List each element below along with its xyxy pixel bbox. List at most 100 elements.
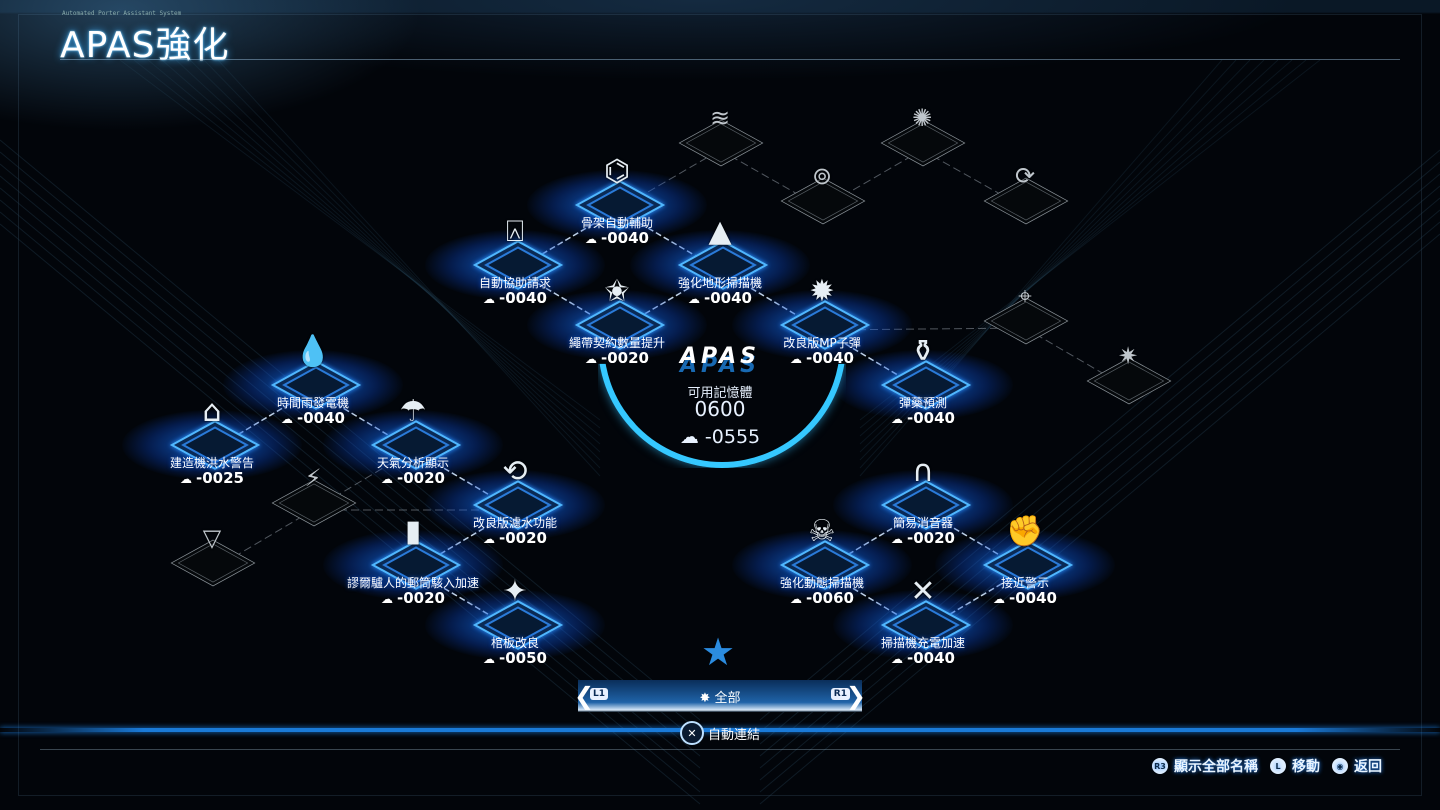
- skill-node[interactable]: ⚱彈藥預測☁-0040: [833, 320, 1013, 440]
- motorbike-cycle-icon: ⟳: [1014, 162, 1036, 190]
- memory-panel: APAS 可用記憶體 0600 ☁ -0555: [598, 330, 846, 470]
- skill-cost-value: -0040: [907, 649, 955, 667]
- title-divider: [60, 59, 1400, 60]
- locked-skill-node[interactable]: ≋: [670, 80, 770, 200]
- locked-skill-node[interactable]: ⊚: [772, 138, 872, 258]
- skill-node[interactable]: ∩簡易消音器☁-0020: [833, 440, 1013, 560]
- floating-carrier-icon: ✦: [502, 574, 528, 609]
- skill-cost: ☁-0020: [507, 349, 727, 367]
- skill-cost-value: -0020: [397, 469, 445, 487]
- water-filter-icon: ⟲: [502, 454, 528, 489]
- cloud-icon: ☁: [891, 412, 903, 426]
- headphones-icon: ∩: [912, 454, 934, 489]
- cross-button-icon: ✕: [680, 721, 704, 745]
- postbox-hack-icon: ▮: [404, 514, 422, 549]
- chevron-right-icon[interactable]: ❯: [845, 682, 866, 710]
- skill-cost: ☁ -0040: [813, 649, 1033, 667]
- skill-cost-value: -0040: [1009, 589, 1057, 607]
- cloud-icon: ☁: [381, 472, 393, 486]
- cloud-icon: ☁: [585, 232, 597, 246]
- skill-cost: ☁-0060: [712, 589, 932, 607]
- wire: [759, 197, 1440, 769]
- skill-cost: ☁-0020: [813, 529, 1033, 547]
- favorite-star-icon: ★: [701, 630, 736, 674]
- hint-move[interactable]: 移動: [1292, 759, 1320, 775]
- locked-skill-node[interactable]: ✺: [872, 80, 972, 200]
- skill-cost-value: -0040: [297, 409, 345, 427]
- skill-cost: ☁-0040: [610, 289, 830, 307]
- cloud-icon: ☁: [891, 652, 903, 666]
- hint-show-names[interactable]: 顯示全部名稱: [1174, 759, 1258, 775]
- memory-remaining-value: -0555: [704, 426, 761, 448]
- cloud-icon: ☁: [381, 592, 393, 606]
- skill-cost-value: -0020: [499, 529, 547, 547]
- wire: [759, 185, 1440, 757]
- porter-vehicle-icon: ⚡: [304, 464, 322, 492]
- locked-skill-node[interactable]: ✷: [1078, 318, 1178, 438]
- cloud-icon: ☁: [483, 292, 495, 306]
- skill-node[interactable]: ⍓自動協助請求☁-0040: [425, 200, 605, 320]
- locked-skill-node[interactable]: ⟳: [975, 138, 1075, 258]
- locked-connection: [821, 327, 1026, 331]
- locked-skill-node[interactable]: ⚡: [263, 440, 363, 560]
- category-filter[interactable]: ❮ L1 ✸ 全部 R1 ❯: [574, 680, 866, 712]
- l-stick-icon[interactable]: L: [1270, 758, 1286, 774]
- frame: [18, 14, 1422, 796]
- cloud-icon: ☁: [688, 292, 700, 306]
- skill-cost: ☁-0040: [712, 349, 932, 367]
- button-hints: R3 顯示全部名稱 L 移動 ◉ 返回: [1146, 756, 1382, 776]
- auto-link-button[interactable]: ✕ 自動連結: [680, 721, 760, 745]
- skill-name: 繩帶契約數量提升: [568, 336, 665, 350]
- skill-node[interactable]: ✦棺板改良☁-0050: [425, 560, 605, 680]
- skill-cost-value: -0040: [601, 229, 649, 247]
- cloud-icon: ☁: [993, 592, 1005, 606]
- skill-node[interactable]: ✕掃描機充電加速☁-0040: [833, 560, 1013, 680]
- mask-icon: ✺: [911, 104, 933, 132]
- circle-button-icon[interactable]: ◉: [1332, 758, 1348, 774]
- skill-name: 接近警示: [1000, 576, 1049, 590]
- skill-node[interactable]: 💧時間雨發電機☁-0040: [223, 320, 403, 440]
- skill-cost: ☁ -0020: [405, 529, 625, 547]
- wifi-icon: ≋: [709, 104, 731, 132]
- skill-name: 建造機洪水警告: [169, 456, 254, 470]
- scanner-timer-icon: ✕: [910, 574, 936, 609]
- cloud-icon: ☁: [281, 412, 293, 426]
- skill-node[interactable]: ☂天氣分析顯示☁-0020: [323, 380, 503, 500]
- skill-node[interactable]: ▲強化地形掃描機☁-0040: [630, 200, 810, 320]
- skill-node[interactable]: ⌬骨架自動輔助☁-0040: [527, 140, 707, 260]
- skill-node[interactable]: ✊ 接近警示 ☁ -0040: [935, 500, 1115, 620]
- cloud-icon: ☁: [679, 426, 699, 448]
- wire: [133, 59, 601, 429]
- skull-timer-icon: ☠: [808, 514, 836, 549]
- fist-icon: ✊: [1006, 514, 1044, 549]
- skill-node[interactable]: ▮謬爾驢人的郵筒駭入加速☁-0020: [323, 500, 503, 620]
- r1-button[interactable]: R1: [830, 688, 850, 700]
- skill-cost: ☁ -0020: [303, 469, 523, 487]
- skill-cost-value: -0020: [601, 349, 649, 367]
- skill-cost-value: -0040: [806, 349, 854, 367]
- hint-back[interactable]: 返回: [1354, 759, 1382, 775]
- skill-cost: ☁-0020: [303, 589, 523, 607]
- skill-cost: ☁-0040: [405, 289, 625, 307]
- skill-node[interactable]: ⟲改良版濾水功能☁-0020: [425, 440, 605, 560]
- skill-cost-value: -0020: [907, 529, 955, 547]
- chevron-left-icon[interactable]: ❮: [574, 682, 595, 710]
- skill-name: 簡易消音器: [892, 516, 953, 530]
- skill-name: 時間雨發電機: [276, 396, 349, 410]
- locked-skill-node[interactable]: ⌖: [975, 258, 1075, 378]
- l1-button[interactable]: L1: [590, 688, 608, 700]
- wire: [0, 187, 701, 769]
- grenade-icon: ⚱: [910, 334, 936, 369]
- wire: [759, 221, 1440, 793]
- cloud-icon: ☁: [180, 472, 192, 486]
- flood-warning-icon: ⌂: [202, 394, 222, 429]
- cloud-icon: ☁: [483, 532, 495, 546]
- locked-skill-node[interactable]: ▽: [162, 500, 262, 620]
- umbrella-search-icon: ☂: [399, 394, 427, 429]
- skill-node[interactable]: ✬繩帶契約數量提升☁-0020: [527, 260, 707, 380]
- skill-node[interactable]: ✹改良版MP子彈☁-0040: [732, 260, 912, 380]
- skill-node[interactable]: ⌂建造機洪水警告☁-0025: [122, 380, 302, 500]
- skill-cost-value: -0060: [806, 589, 854, 607]
- skill-node[interactable]: ☠強化動態掃描機☁-0060: [732, 500, 912, 620]
- r3-button-icon[interactable]: R3: [1152, 758, 1168, 774]
